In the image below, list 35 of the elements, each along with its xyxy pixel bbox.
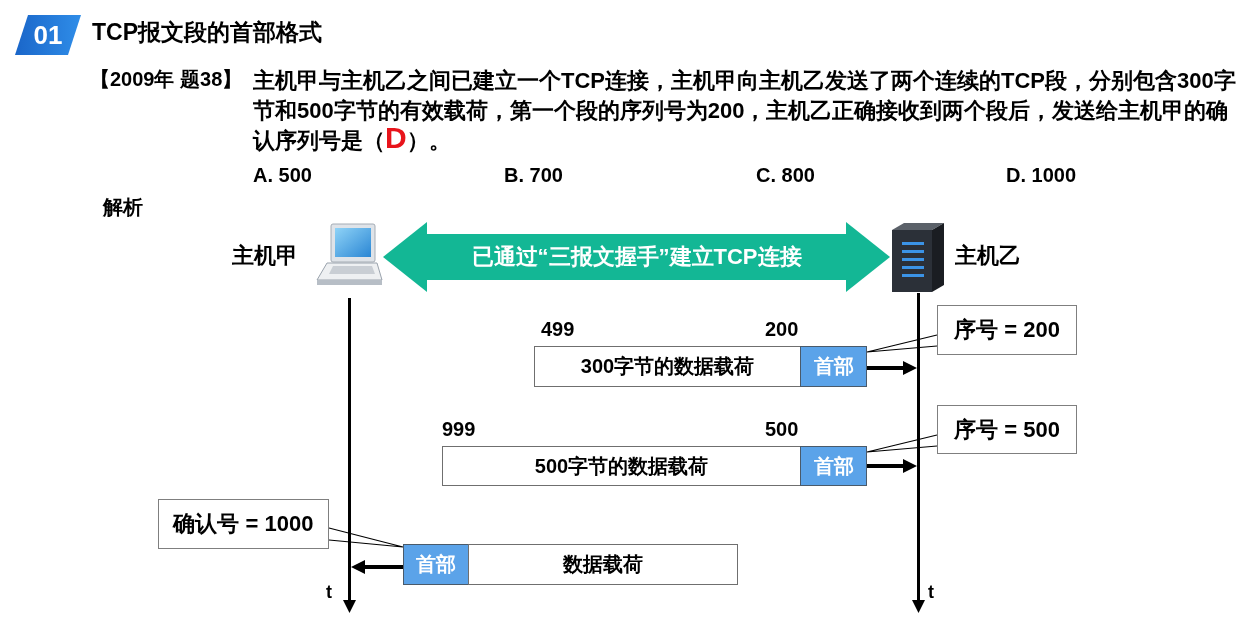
arrow [351, 560, 403, 574]
answer-option: C. 800 [756, 164, 815, 187]
arrow [867, 361, 917, 375]
byte-number: 200 [765, 318, 799, 341]
payload-box: 数据载荷 [468, 544, 738, 585]
payload-box: 500字节的数据载荷 [442, 446, 801, 486]
callout-box: 确认号 = 1000 [158, 499, 329, 549]
section-number: 01 [15, 15, 81, 55]
byte-number: 999 [442, 418, 476, 441]
answer-option: D. 1000 [1006, 164, 1077, 187]
server-icon [890, 222, 946, 292]
payload-box: 300字节的数据载荷 [534, 346, 801, 387]
header-box: 首部 [403, 544, 469, 585]
question-text: 主机甲与主机乙之间已建立一个TCP连接，主机甲向主机乙发送了两个连续的TCP段，分别包含300字节和500字节的有效载荷，第一个段的序列号为200，主机乙正确接收到两个段后，发送给主机甲的确认序列号是（D）。 [253, 67, 1237, 156]
time-axis-label: t [326, 582, 332, 603]
callout-pointer [328, 527, 404, 548]
host-label: 主机甲 [232, 243, 298, 269]
answer-option: B. 700 [504, 164, 563, 187]
byte-number: 500 [765, 418, 799, 441]
header-box: 首部 [800, 446, 867, 486]
double-arrow [383, 222, 890, 292]
time-axis-label: t [928, 582, 934, 603]
analysis-heading: 解析 [103, 196, 143, 219]
arrow [867, 459, 917, 473]
question-source: 【2009年 题38】 [90, 68, 243, 91]
callout-pointer [866, 434, 938, 453]
edge-label: 已通过“三报文握手”建立TCP连接 [471, 244, 802, 270]
header-box: 首部 [800, 346, 867, 387]
byte-number: 499 [541, 318, 575, 341]
callout-box: 序号 = 200 [937, 305, 1077, 355]
callout-pointer [866, 334, 938, 353]
answer-option: A. 500 [253, 164, 312, 187]
host-label: 主机乙 [955, 243, 1021, 269]
page-title: TCP报文段的首部格式 [92, 19, 322, 46]
callout-box: 序号 = 500 [937, 405, 1077, 454]
